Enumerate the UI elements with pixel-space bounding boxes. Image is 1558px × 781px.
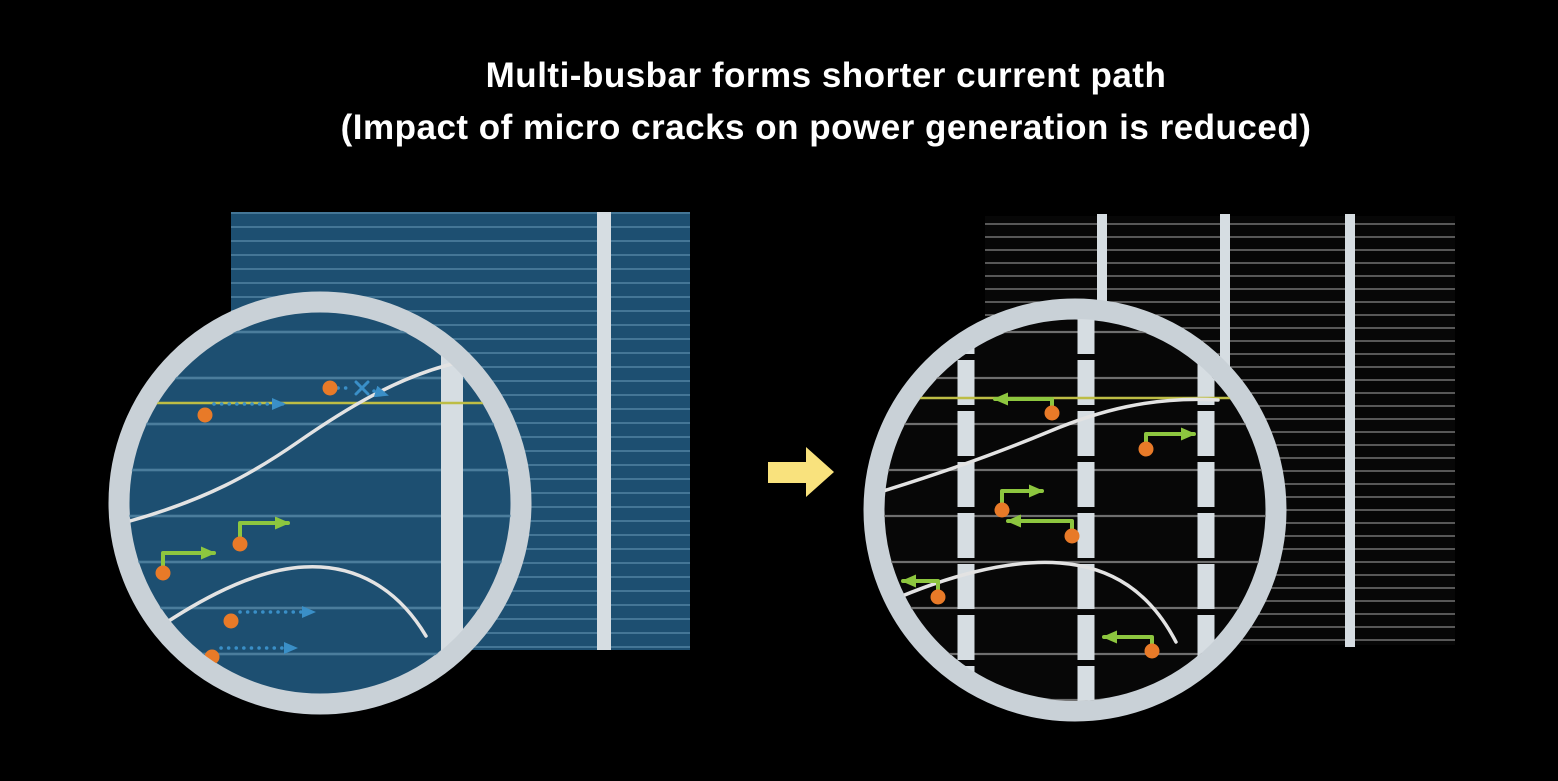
left-zoom-busbar — [441, 312, 463, 694]
current-start-dot — [1138, 441, 1154, 457]
current-start-dot — [197, 407, 213, 423]
right-magnifier-content — [884, 319, 1266, 701]
right-crack-line-2 — [886, 560, 1178, 644]
current-start-dot — [1144, 643, 1160, 659]
blocked-cross-icon — [354, 380, 370, 396]
left-magnifier-content — [129, 312, 511, 694]
title-line-2: (Impact of micro cracks on power generat… — [340, 108, 1312, 147]
current-start-dot — [232, 536, 248, 552]
right-cell-busbar-3 — [1345, 214, 1355, 647]
current-start-dot — [930, 589, 946, 605]
long-path-arrow-2 — [372, 385, 389, 398]
current-start-dot — [1064, 528, 1080, 544]
current-start-dot — [1044, 405, 1060, 421]
current-start-dot — [155, 565, 171, 581]
right-crack-line-1 — [884, 397, 1220, 494]
left-crack-line-2 — [129, 565, 428, 652]
transition-right-arrow-icon — [768, 447, 834, 497]
right-magnifier — [863, 298, 1287, 722]
left-magnifier — [108, 291, 532, 715]
current-start-dot — [322, 380, 338, 396]
left-cell-busbar — [597, 212, 611, 650]
diagram-title: Multi-busbar forms shorter current path … — [47, 50, 1558, 154]
title-line-1: Multi-busbar forms shorter current path — [485, 56, 1167, 95]
left-crack-line-1 — [129, 360, 462, 523]
current-start-dot — [223, 613, 239, 629]
current-start-dot — [994, 502, 1010, 518]
